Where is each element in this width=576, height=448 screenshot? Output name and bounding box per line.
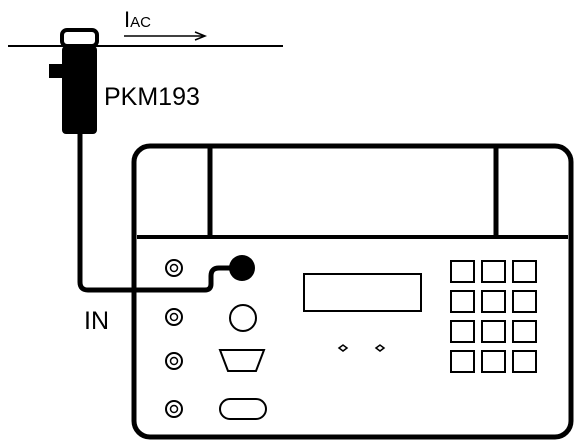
display-window: [303, 273, 422, 312]
oval-port-connector: [219, 398, 267, 420]
keypad-key: [450, 320, 475, 343]
right-indicator-led: [374, 344, 386, 352]
keypad: [450, 260, 537, 373]
jack-socket-2: [165, 308, 183, 326]
keypad-key: [450, 290, 475, 313]
keypad-key: [512, 320, 537, 343]
clamp-model-label: PKM193: [104, 83, 200, 111]
keypad-key: [512, 260, 537, 283]
keypad-key: [481, 260, 506, 283]
keypad-key: [450, 350, 475, 373]
serial-port-connector: [218, 349, 266, 372]
keypad-key: [481, 350, 506, 373]
keypad-key: [450, 260, 475, 283]
current-label: IAC: [124, 7, 151, 32]
jack-socket-1: [165, 259, 183, 277]
keypad-key: [481, 320, 506, 343]
jack-socket-3: [165, 352, 183, 370]
current-clamp-icon: [49, 28, 99, 134]
input-port-label: IN: [84, 307, 109, 335]
keypad-key: [481, 290, 506, 313]
jack-socket-4: [165, 400, 183, 418]
clamp-lead-cable: [77, 134, 242, 293]
left-indicator-led: [337, 344, 349, 352]
keypad-key: [512, 350, 537, 373]
keypad-key: [512, 290, 537, 313]
current-direction-arrow: [124, 31, 208, 41]
round-socket: [229, 304, 257, 332]
